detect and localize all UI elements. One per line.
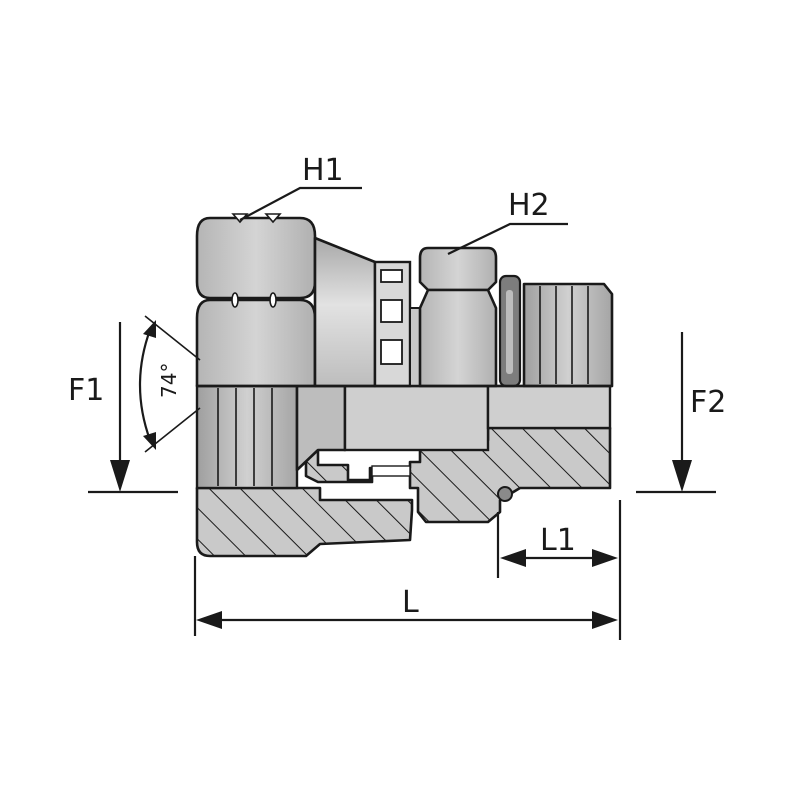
o-ring-highlight (506, 290, 513, 374)
stud-thread (522, 282, 614, 388)
stud-thread-lines (539, 286, 589, 384)
bores (195, 384, 612, 490)
h1-leader (239, 186, 362, 221)
exterior-view (195, 213, 614, 388)
f2-arrowhead (672, 460, 692, 492)
l1-arrow-right (592, 549, 618, 567)
main-bore (343, 384, 490, 452)
neck-slots (380, 269, 403, 365)
f1-label: F1 (68, 373, 104, 408)
f2-bore (486, 384, 612, 430)
l-arrow-right (592, 611, 618, 629)
section-view (195, 426, 612, 558)
nut-h1-section (195, 486, 414, 558)
h2-label: H2 (508, 188, 550, 223)
angle-ray-top (144, 315, 201, 361)
angle-arc (138, 329, 152, 441)
f1-arrowhead (110, 460, 130, 492)
f2-label: F2 (690, 385, 726, 420)
hex-h2-lower (418, 288, 498, 388)
f1-thread-bore (195, 384, 299, 490)
hex-nut-h1-mid (195, 298, 317, 388)
annotations: H1 H2 F1 74° F2 L1 L (68, 153, 726, 640)
hex-nut-h1-top (195, 216, 317, 300)
h2-leader (447, 222, 568, 255)
h1-label: H1 (302, 153, 344, 188)
hex-h2 (418, 246, 498, 292)
angle-arrow-bottom (143, 432, 156, 450)
f1-thread-lines (217, 388, 273, 486)
neck-collar (409, 307, 421, 387)
l1-label: L1 (540, 523, 576, 558)
o-ring-section (497, 486, 513, 502)
l1-arrow-left (500, 549, 526, 567)
groove-gap (371, 465, 411, 477)
l-arrow-left (196, 611, 222, 629)
angle-arrow-top (143, 320, 156, 338)
cone-bore (295, 384, 347, 472)
angle-label: 74° (157, 363, 181, 398)
cone-body (313, 236, 377, 388)
l-label: L (402, 585, 419, 620)
